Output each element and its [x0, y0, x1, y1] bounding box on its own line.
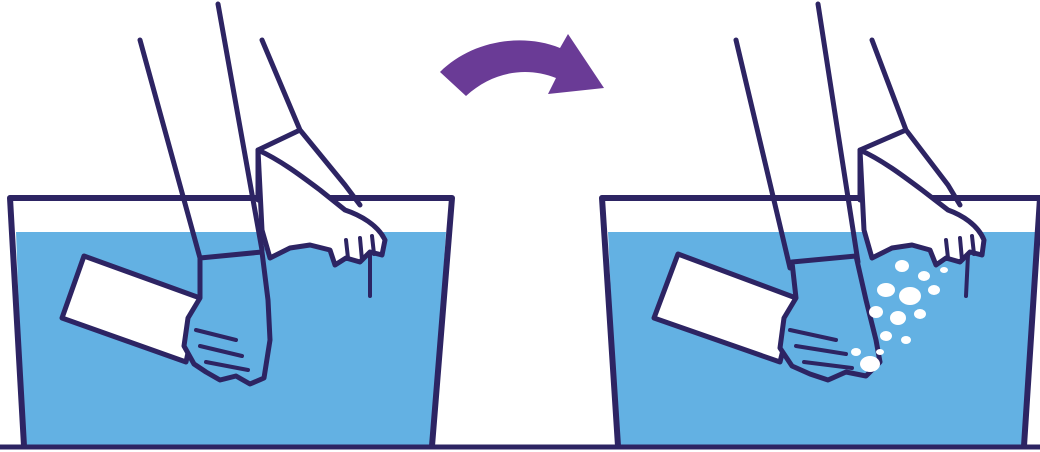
hand-upper-after — [860, 150, 984, 265]
curved-arrow-right-icon — [440, 34, 604, 96]
arm-back-after — [736, 4, 858, 268]
arm-back-before — [140, 4, 262, 258]
hand-upper-before — [258, 150, 385, 265]
panel-after — [602, 4, 1040, 446]
panel-before — [10, 4, 452, 446]
